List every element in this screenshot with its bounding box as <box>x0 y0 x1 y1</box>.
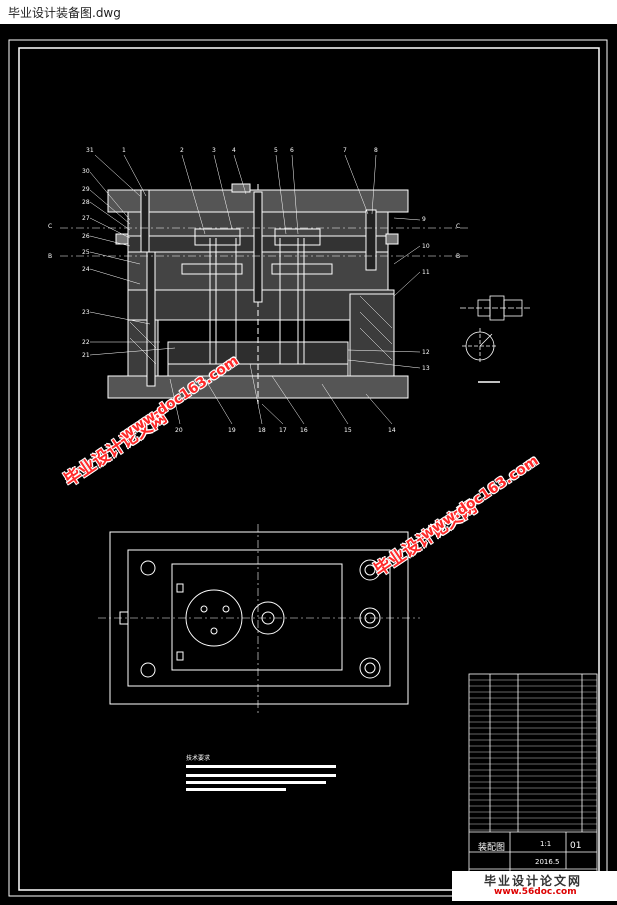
balloon-top: 31 <box>86 147 94 154</box>
notes-heading: 技术要求 <box>186 754 210 762</box>
balloon-bottom: 15 <box>344 427 352 434</box>
technical-notes: 技术要求 <box>186 754 336 791</box>
balloon-top: 8 <box>374 147 378 154</box>
drawing-date: 2016.5 <box>535 858 560 866</box>
balloon-left: 23 <box>82 309 90 316</box>
balloon-right: 13 <box>422 365 430 372</box>
balloon-labels: 31 1 2 3 4 5 6 7 8 30 29 28 27 26 25 24 … <box>48 147 460 434</box>
inner-border <box>18 47 600 891</box>
scale-value: 1:1 <box>540 840 551 848</box>
balloon-top: 2 <box>180 147 184 154</box>
balloon-left: 27 <box>82 215 90 222</box>
balloon-right: 10 <box>422 243 430 250</box>
balloon-top: 6 <box>290 147 294 154</box>
section-marker: B <box>456 253 460 260</box>
footer-logo-cn: 毕业设计论文网 <box>484 874 583 888</box>
footer-logo[interactable]: 毕业设计论文网 www.56doc.com <box>452 871 617 901</box>
balloon-top: 5 <box>274 147 278 154</box>
balloon-right: 12 <box>422 349 430 356</box>
balloon-left: 25 <box>82 249 90 256</box>
drawing-canvas[interactable]: 31 1 2 3 4 5 6 7 8 30 29 28 27 26 25 24 … <box>0 24 617 901</box>
balloon-bottom: 18 <box>258 427 266 434</box>
balloon-top: 4 <box>232 147 236 154</box>
plan-view <box>98 524 420 714</box>
drawing-number: 01 <box>570 841 581 851</box>
bom-rows <box>469 679 597 831</box>
window-title: 毕业设计装备图.dwg <box>8 6 121 20</box>
assembly-section-view <box>60 183 470 404</box>
cad-drawing: 31 1 2 3 4 5 6 7 8 30 29 28 27 26 25 24 … <box>8 39 608 897</box>
balloon-bottom: 16 <box>300 427 308 434</box>
balloon-top: 3 <box>212 147 216 154</box>
balloon-top: 1 <box>122 147 126 154</box>
section-marker: B <box>48 253 52 260</box>
balloon-top: 7 <box>343 147 347 154</box>
section-marker: C <box>456 223 460 230</box>
outer-border <box>8 39 608 897</box>
leader-lines <box>89 154 421 425</box>
balloon-bottom: 17 <box>279 427 287 434</box>
balloon-left: 30 <box>82 168 90 175</box>
balloon-right: 9 <box>422 216 426 223</box>
balloon-left: 28 <box>82 199 90 206</box>
window-titlebar: 毕业设计装备图.dwg <box>0 0 617 25</box>
detail-view <box>460 295 532 383</box>
balloon-left: 22 <box>82 339 90 346</box>
balloon-bottom: 19 <box>228 427 236 434</box>
balloon-bottom: 14 <box>388 427 396 434</box>
section-marker: C <box>48 223 52 230</box>
balloon-right: 11 <box>422 269 430 276</box>
balloon-left: 29 <box>82 186 90 193</box>
drawing-title: 装配图 <box>478 841 505 853</box>
balloon-left: 24 <box>82 266 90 273</box>
balloon-left: 21 <box>82 352 90 359</box>
footer-logo-url: www.56doc.com <box>494 887 577 897</box>
balloon-bottom: 20 <box>175 427 183 434</box>
balloon-left: 26 <box>82 233 90 240</box>
